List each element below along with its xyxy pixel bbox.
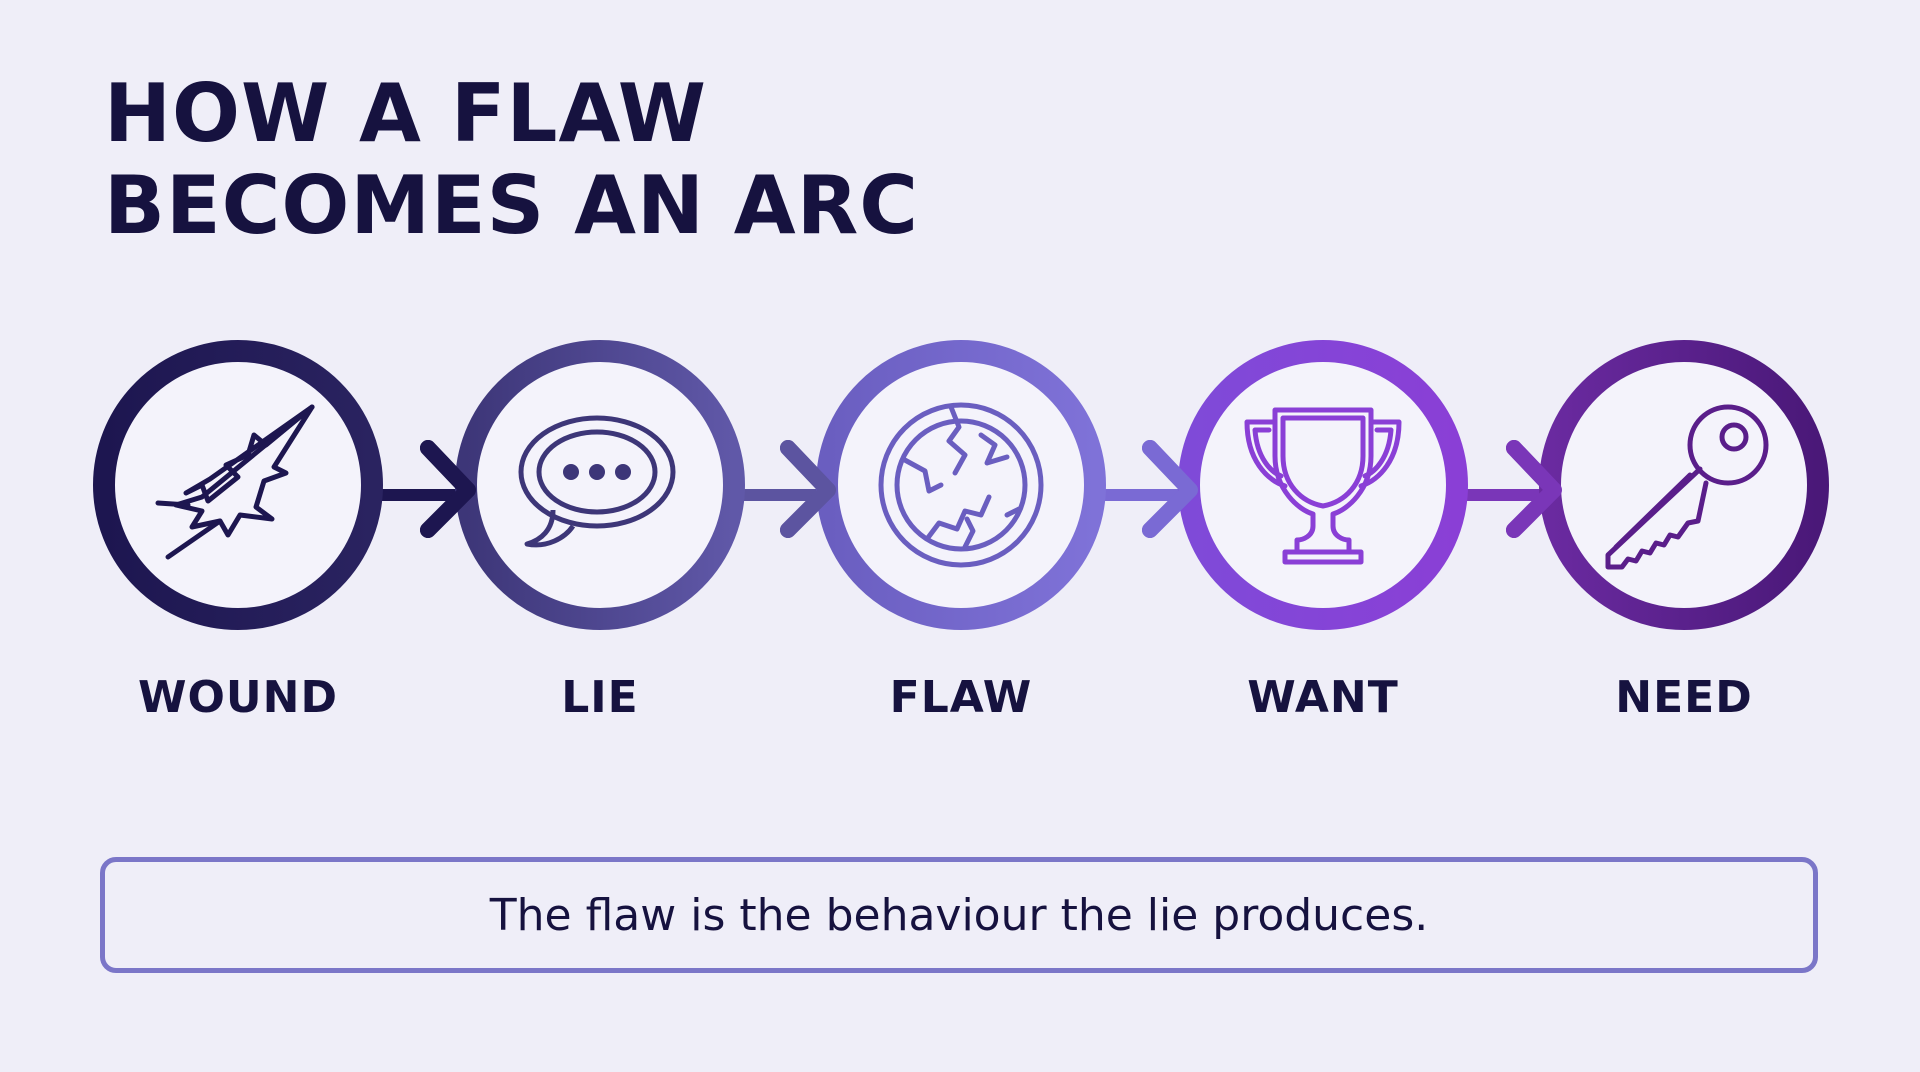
speech-bubble-icon: [518, 415, 676, 548]
circle-wound: [93, 340, 383, 630]
lightning-crack-icon: [155, 404, 315, 560]
flow-diagram: [0, 330, 1920, 650]
step-label-lie: LIE: [561, 672, 639, 723]
step-label-flaw: FLAW: [889, 672, 1033, 723]
caption-text: The flaw is the behaviour the lie produc…: [489, 889, 1429, 941]
connector-lie-flaw: [740, 440, 836, 538]
circle-flaw: [816, 340, 1106, 630]
flow-svg: [93, 340, 1829, 630]
circle-lie: [455, 340, 745, 630]
title-line-2: BECOMES AN ARC: [104, 159, 920, 252]
key-icon: [1605, 404, 1769, 570]
connector-wound-lie: [378, 440, 476, 538]
trophy-icon: [1244, 407, 1402, 565]
caption-box: The flaw is the behaviour the lie produc…: [100, 857, 1818, 973]
title-line-1: HOW A FLAW: [104, 67, 708, 160]
page-title: HOW A FLAW BECOMES AN ARC: [104, 68, 919, 252]
step-label-wound: WOUND: [137, 672, 338, 723]
step-label-need: NEED: [1615, 672, 1753, 723]
cracked-globe-icon: [878, 402, 1044, 568]
step-label-want: WANT: [1247, 672, 1399, 723]
circle-want: [1178, 340, 1468, 630]
connector-flaw-want: [1102, 440, 1198, 538]
